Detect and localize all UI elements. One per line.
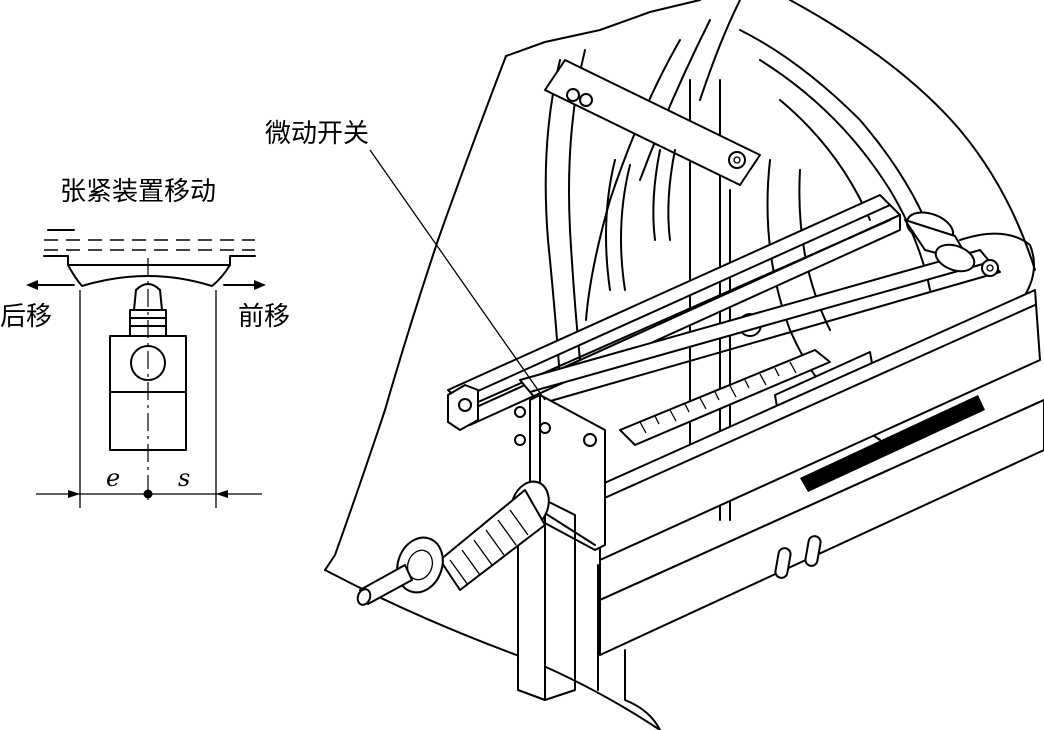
dimension-s: s <box>178 464 190 492</box>
inset-schematic: 张紧装置移动 后移 前移 e s <box>0 177 290 508</box>
top-bracket <box>544 59 761 186</box>
dimension-e: e <box>106 464 120 492</box>
frame-outline <box>324 55 507 571</box>
threaded-spring-rod <box>356 480 550 606</box>
micro-switch-leader <box>369 149 546 401</box>
scale-ticks <box>639 361 797 434</box>
black-strip <box>800 395 985 492</box>
micro-switch-label: 微动开关 <box>265 119 369 149</box>
machine-drawing: 微动开关 <box>265 0 1044 730</box>
backward-label: 后移 <box>0 302 52 332</box>
forward-label: 前移 <box>238 302 290 332</box>
tensioner-movement-label: 张紧装置移动 <box>60 177 216 207</box>
tensioner-cam-profile <box>43 255 256 287</box>
